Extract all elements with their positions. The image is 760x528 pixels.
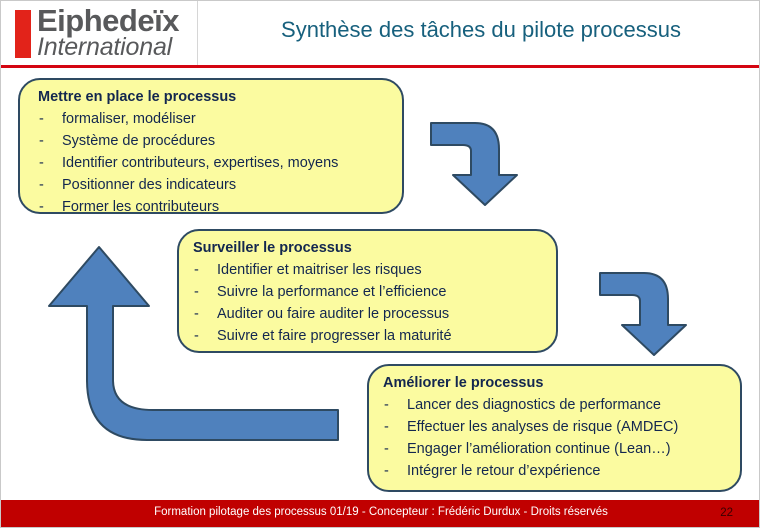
process-box-mettre-en-place: Mettre en place le processus - formaliser…	[18, 78, 404, 215]
bullet-dash: -	[39, 111, 44, 127]
bullet-dash: -	[384, 419, 389, 435]
bullet-dash: -	[39, 199, 44, 215]
list-item: - Engager l’amélioration continue (Lean…)	[383, 438, 740, 460]
return-arrow-left-up-icon	[48, 246, 339, 441]
list-item: - Suivre la performance et l’efficience	[193, 281, 556, 303]
list-item-label: Identifier et maitriser les risques	[217, 262, 422, 278]
process-box-ameliorer: Améliorer le processus - Lancer des diagn…	[367, 364, 742, 492]
page-title: Synthèse des tâches du pilote processus	[281, 17, 681, 42]
list-item-label: Auditer ou faire auditer le processus	[217, 306, 450, 322]
list-item: - Identifier et maitriser les risques	[193, 259, 556, 281]
list-item-label: Positionner des indicateurs	[62, 177, 237, 193]
header-rule	[1, 65, 759, 68]
bullet-dash: -	[39, 177, 44, 193]
list-item: - Suivre et faire progresser la maturité	[193, 325, 556, 347]
logo-company-suffix: International	[37, 33, 172, 61]
bullet-dash: -	[384, 441, 389, 457]
list-item-label: Système de procédures	[62, 133, 216, 149]
logo-company-name: Eiphedeïx	[37, 3, 179, 38]
process-box-surveiller: Surveiller le processus - Identifier et m…	[177, 229, 558, 353]
list-item-label: Identifier contributeurs, expertises, mo…	[62, 155, 339, 171]
list-item-label: Effectuer les analyses de risque (AMDEC)	[407, 419, 679, 435]
logo: Eiphedeïx International	[15, 3, 185, 61]
logo-red-bar-icon	[15, 10, 31, 58]
list-item: - Auditer ou faire auditer le processus	[193, 303, 556, 325]
bullet-dash: -	[39, 155, 44, 171]
list-item-label: Former les contributeurs	[62, 199, 220, 215]
process-box-list: - Identifier et maitriser les risques - Su…	[193, 259, 556, 347]
list-item: - Former les contributeurs	[38, 196, 402, 218]
list-item: - Positionner des indicateurs	[38, 174, 402, 196]
header-divider	[197, 1, 198, 65]
list-item-label: Suivre et faire progresser la maturité	[217, 328, 452, 344]
list-item-label: Engager l’amélioration continue (Lean…)	[407, 441, 671, 457]
list-item-label: Intégrer le retour d’expérience	[407, 463, 601, 479]
bent-arrow-right-down-icon	[430, 122, 518, 206]
slide-header: Eiphedeïx International Synthèse des tâc…	[1, 1, 759, 65]
bullet-dash: -	[384, 397, 389, 413]
list-item: - Identifier contributeurs, expertises, m…	[38, 152, 402, 174]
list-item: - formaliser, modéliser	[38, 108, 402, 130]
process-box-title: Surveiller le processus	[193, 240, 352, 256]
process-box-title: Améliorer le processus	[383, 375, 544, 391]
list-item: - Effectuer les analyses de risque (AMDEC…	[383, 416, 740, 438]
bullet-dash: -	[194, 262, 199, 278]
page-number: 22	[720, 507, 733, 519]
bullet-dash: -	[384, 463, 389, 479]
list-item-label: Lancer des diagnostics de performance	[407, 397, 661, 413]
list-item-label: Suivre la performance et l’efficience	[217, 284, 447, 300]
list-item: - Intégrer le retour d’expérience	[383, 460, 740, 482]
slide-footer: Formation pilotage des processus 01/19 -…	[1, 500, 759, 527]
bullet-dash: -	[194, 306, 199, 322]
process-box-title: Mettre en place le processus	[38, 89, 237, 105]
process-box-list: - Lancer des diagnostics de performance -…	[383, 394, 740, 482]
bullet-dash: -	[194, 284, 199, 300]
list-item: - Système de procédures	[38, 130, 402, 152]
footer-text: Formation pilotage des processus 01/19 -…	[154, 506, 608, 518]
list-item-label: formaliser, modéliser	[62, 111, 196, 127]
list-item: - Lancer des diagnostics de performance	[383, 394, 740, 416]
bullet-dash: -	[194, 328, 199, 344]
bent-arrow-right-down-icon	[599, 272, 687, 356]
bullet-dash: -	[39, 133, 44, 149]
process-box-list: - formaliser, modéliser - Système de procé…	[38, 108, 402, 218]
